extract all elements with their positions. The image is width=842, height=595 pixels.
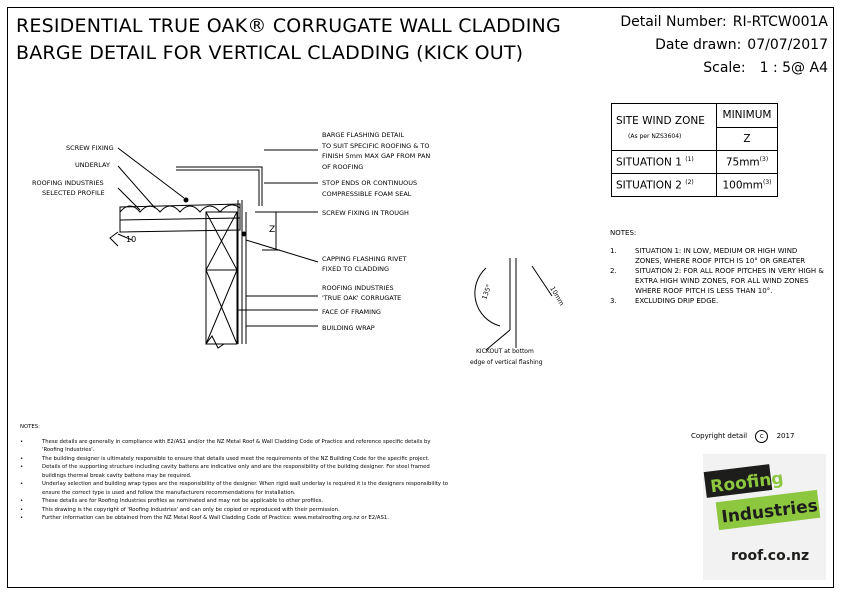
- note-item: •These details are generally in complian…: [20, 438, 431, 454]
- label-roofing-profile-1: ROOFING INDUSTRIES: [32, 179, 104, 187]
- note-item: •The building designer is ultimately res…: [20, 455, 430, 462]
- label-cladding-1: ROOFING INDUSTRIES: [322, 284, 394, 292]
- label-barge-4: OF ROOFING: [322, 163, 363, 171]
- label-kickout-2: edge of vertical flashing: [470, 359, 543, 366]
- label-cladding-2: 'TRUE OAK' CORRUGATE: [322, 294, 401, 302]
- copyright-year: 2017: [776, 432, 795, 440]
- section-linework: [109, 147, 553, 351]
- label-dim-10: 10: [126, 235, 136, 244]
- scale-label: Scale:: [703, 60, 746, 76]
- date-drawn-label: Date drawn:: [655, 37, 742, 53]
- copyright-text: Copyright detail: [691, 432, 748, 440]
- minimum-label: MINIMUM: [716, 103, 778, 128]
- label-screw-trough: SCREW FIXING IN TROUGH: [322, 209, 409, 217]
- roofing-industries-logo: Roofing Industries roof.co.nz: [703, 454, 826, 580]
- note-item: •These details are for Roofing Industrie…: [20, 498, 324, 504]
- note-item: •Further information can be obtained fro…: [20, 515, 389, 521]
- label-underlay: UNDERLAY: [75, 161, 110, 169]
- label-capping-1: CAPPING FLASHING RIVET: [322, 255, 407, 263]
- notes-right: NOTES: 1.SITUATION 1: IN LOW, MEDIUM OR …: [610, 228, 825, 306]
- label-kickout-1: KICKOUT at bottom: [476, 348, 534, 355]
- label-stop-1: STOP ENDS OR CONTINUOUS: [322, 179, 417, 187]
- note-item: •Details of the supporting structure inc…: [20, 464, 430, 479]
- detail-number-label: Detail Number:: [620, 14, 727, 30]
- detail-number: Detail Number: RI-RTCW001A: [614, 14, 828, 30]
- label-roofing-profile-2: SELECTED PROFILE: [42, 189, 105, 197]
- label-barge-3: FINISH 5mm MAX GAP FROM PAN: [322, 152, 430, 160]
- note-item: 1.SITUATION 1: IN LOW, MEDIUM OR HIGH WI…: [610, 247, 806, 265]
- label-dim-z: Z: [269, 225, 275, 235]
- wind-zone-sub: (As per NZS3604): [628, 132, 682, 140]
- z-label: Z: [716, 126, 778, 151]
- detail-number-value: RI-RTCW001A: [732, 14, 828, 30]
- note-item: 3.EXCLUDING DRIP EDGE.: [610, 297, 719, 305]
- copyright: Copyright detail c 2017: [691, 430, 794, 443]
- label-barge-2: TO SUIT SPECIFIC ROOFING & TO: [321, 142, 429, 150]
- drawing-sheet-border: [7, 7, 834, 588]
- scale-value: 1 : 5@ A4: [759, 60, 828, 76]
- note-item: •This drawing is the copyright of 'Roofi…: [20, 506, 340, 513]
- date-drawn-value: 07/07/2017: [747, 37, 828, 53]
- logo-url: roof.co.nz: [731, 548, 809, 564]
- label-capping-2: FIXED TO CLADDING: [322, 265, 389, 273]
- notes-bottom-title: NOTES:: [20, 424, 40, 430]
- label-building-wrap: BUILDING WRAP: [322, 324, 375, 332]
- notes-bottom: NOTES: •These details are generally in c…: [20, 423, 450, 523]
- title-line-1: RESIDENTIAL TRUE OAK® CORRUGATE WALL CLA…: [16, 15, 561, 37]
- drawing-labels: SCREW FIXING UNDERLAY ROOFING INDUSTRIES…: [32, 131, 566, 366]
- note-item: •Underlay selection and building wrap ty…: [20, 481, 449, 496]
- label-face-framing: FACE OF FRAMING: [322, 308, 381, 316]
- wind-zone-header-cell: SITE WIND ZONE (As per NZS3604): [611, 103, 717, 151]
- title-line-2: BARGE DETAIL FOR VERTICAL CLADDING (KICK…: [16, 42, 524, 64]
- label-angle: 135°: [480, 283, 493, 300]
- label-dim-10mm: 10mm: [548, 285, 565, 307]
- wind-zone-table: SITE WIND ZONE (As per NZS3604) MINIMUM …: [611, 103, 778, 197]
- note-item: 2.SITUATION 2: FOR ALL ROOF PITCHES IN V…: [610, 267, 824, 295]
- scale: Scale: 1 : 5@ A4: [697, 60, 828, 76]
- label-barge-1: BARGE FLASHING DETAIL: [322, 131, 404, 139]
- label-screw-fixing: SCREW FIXING: [66, 144, 114, 152]
- date-drawn: Date drawn: 07/07/2017: [649, 37, 828, 53]
- fixing-marks: [183, 197, 247, 237]
- label-stop-2: COMPRESSIBLE FOAM SEAL: [322, 190, 412, 198]
- situation-2-value: 100mm(3): [716, 173, 778, 197]
- notes-right-title: NOTES:: [610, 229, 637, 237]
- copyright-icon: c: [755, 430, 769, 443]
- wind-zone-label: SITE WIND ZONE: [616, 114, 705, 127]
